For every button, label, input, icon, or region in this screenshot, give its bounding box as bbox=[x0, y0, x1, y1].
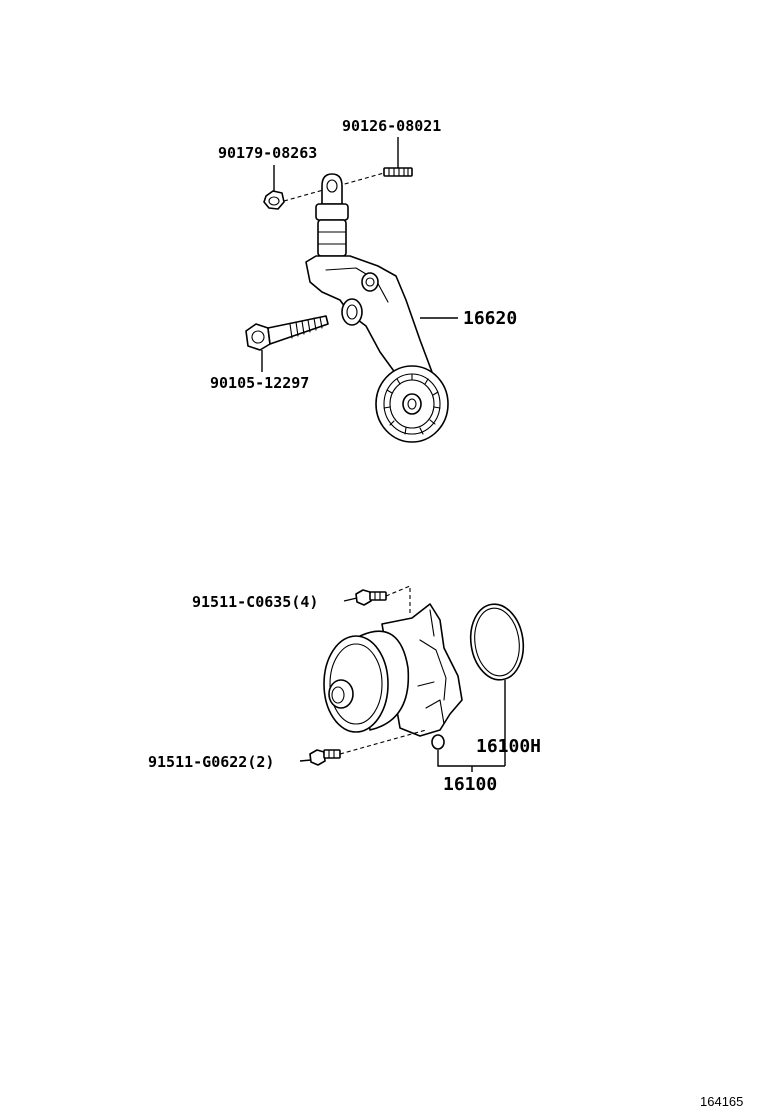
gasket-icon bbox=[469, 603, 525, 681]
stud-icon bbox=[383, 167, 413, 177]
pump-bolt-lower-icon bbox=[309, 749, 341, 766]
reference-number: 164165 bbox=[700, 1094, 743, 1109]
tensioner-part-number: 16620 bbox=[463, 308, 517, 329]
tensioner-damper-icon bbox=[315, 173, 349, 257]
pump-bolt-lower-leader bbox=[299, 759, 312, 762]
stud-part-number: 90126-08021 bbox=[342, 117, 441, 135]
gasket-part-number: 16100H bbox=[476, 736, 541, 757]
tensioner-bolt-part-number: 90105-12297 bbox=[210, 374, 309, 392]
idler-pulley-icon bbox=[375, 365, 449, 443]
pump-bolt-upper-leader bbox=[343, 597, 358, 602]
pump-bolt-upper-part-number: 91511-C0635(4) bbox=[192, 593, 318, 611]
tensioner-bolt-icon bbox=[245, 315, 329, 351]
nut-part-number: 90179-08263 bbox=[218, 144, 317, 162]
water-pump-icon bbox=[323, 603, 463, 750]
pump-bolt-lower-axis bbox=[339, 729, 427, 755]
nut-icon bbox=[263, 190, 285, 210]
pump-bolt-upper-icon bbox=[355, 589, 387, 606]
water-pump-bracket bbox=[437, 750, 505, 767]
pump-bolt-upper-axis bbox=[385, 585, 411, 616]
water-pump-part-number: 16100 bbox=[443, 774, 497, 795]
pump-bolt-lower-part-number: 91511-G0622(2) bbox=[148, 753, 274, 771]
